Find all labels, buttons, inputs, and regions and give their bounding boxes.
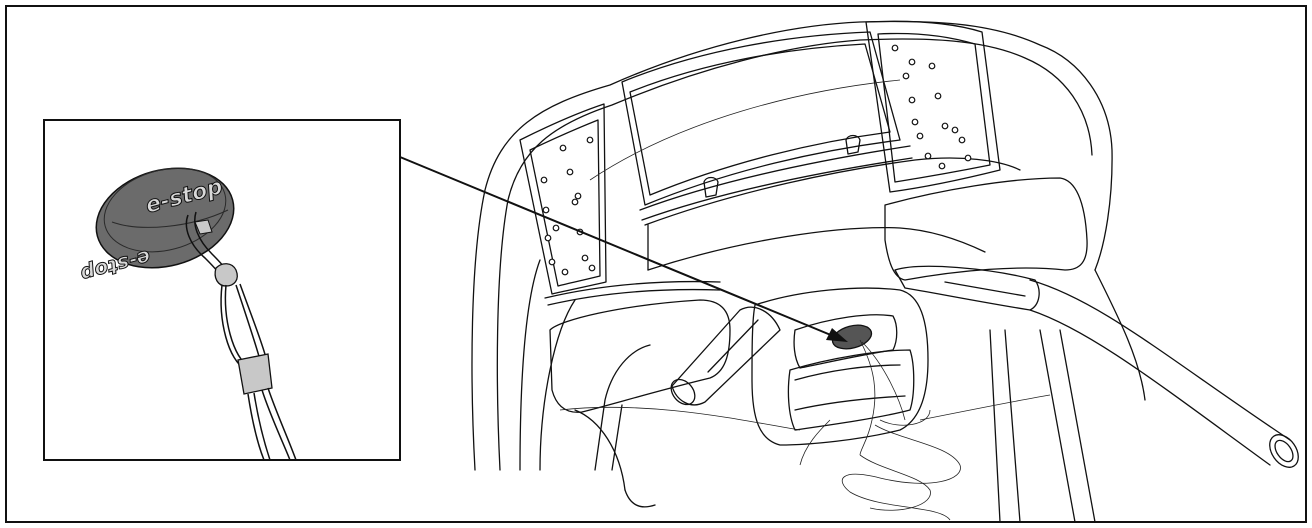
figure-frame [5,5,1307,523]
callout-arrow-icon [399,156,848,342]
e-stop-key-icon: e-stop e-stop [78,167,235,287]
right-panel-holes [891,44,972,170]
treadmill-console-icon [471,20,1299,523]
lanyard-cord-icon [185,211,297,461]
console-estop-key [799,324,931,466]
left-panel-holes [540,136,596,276]
coiled-cord [841,424,961,521]
